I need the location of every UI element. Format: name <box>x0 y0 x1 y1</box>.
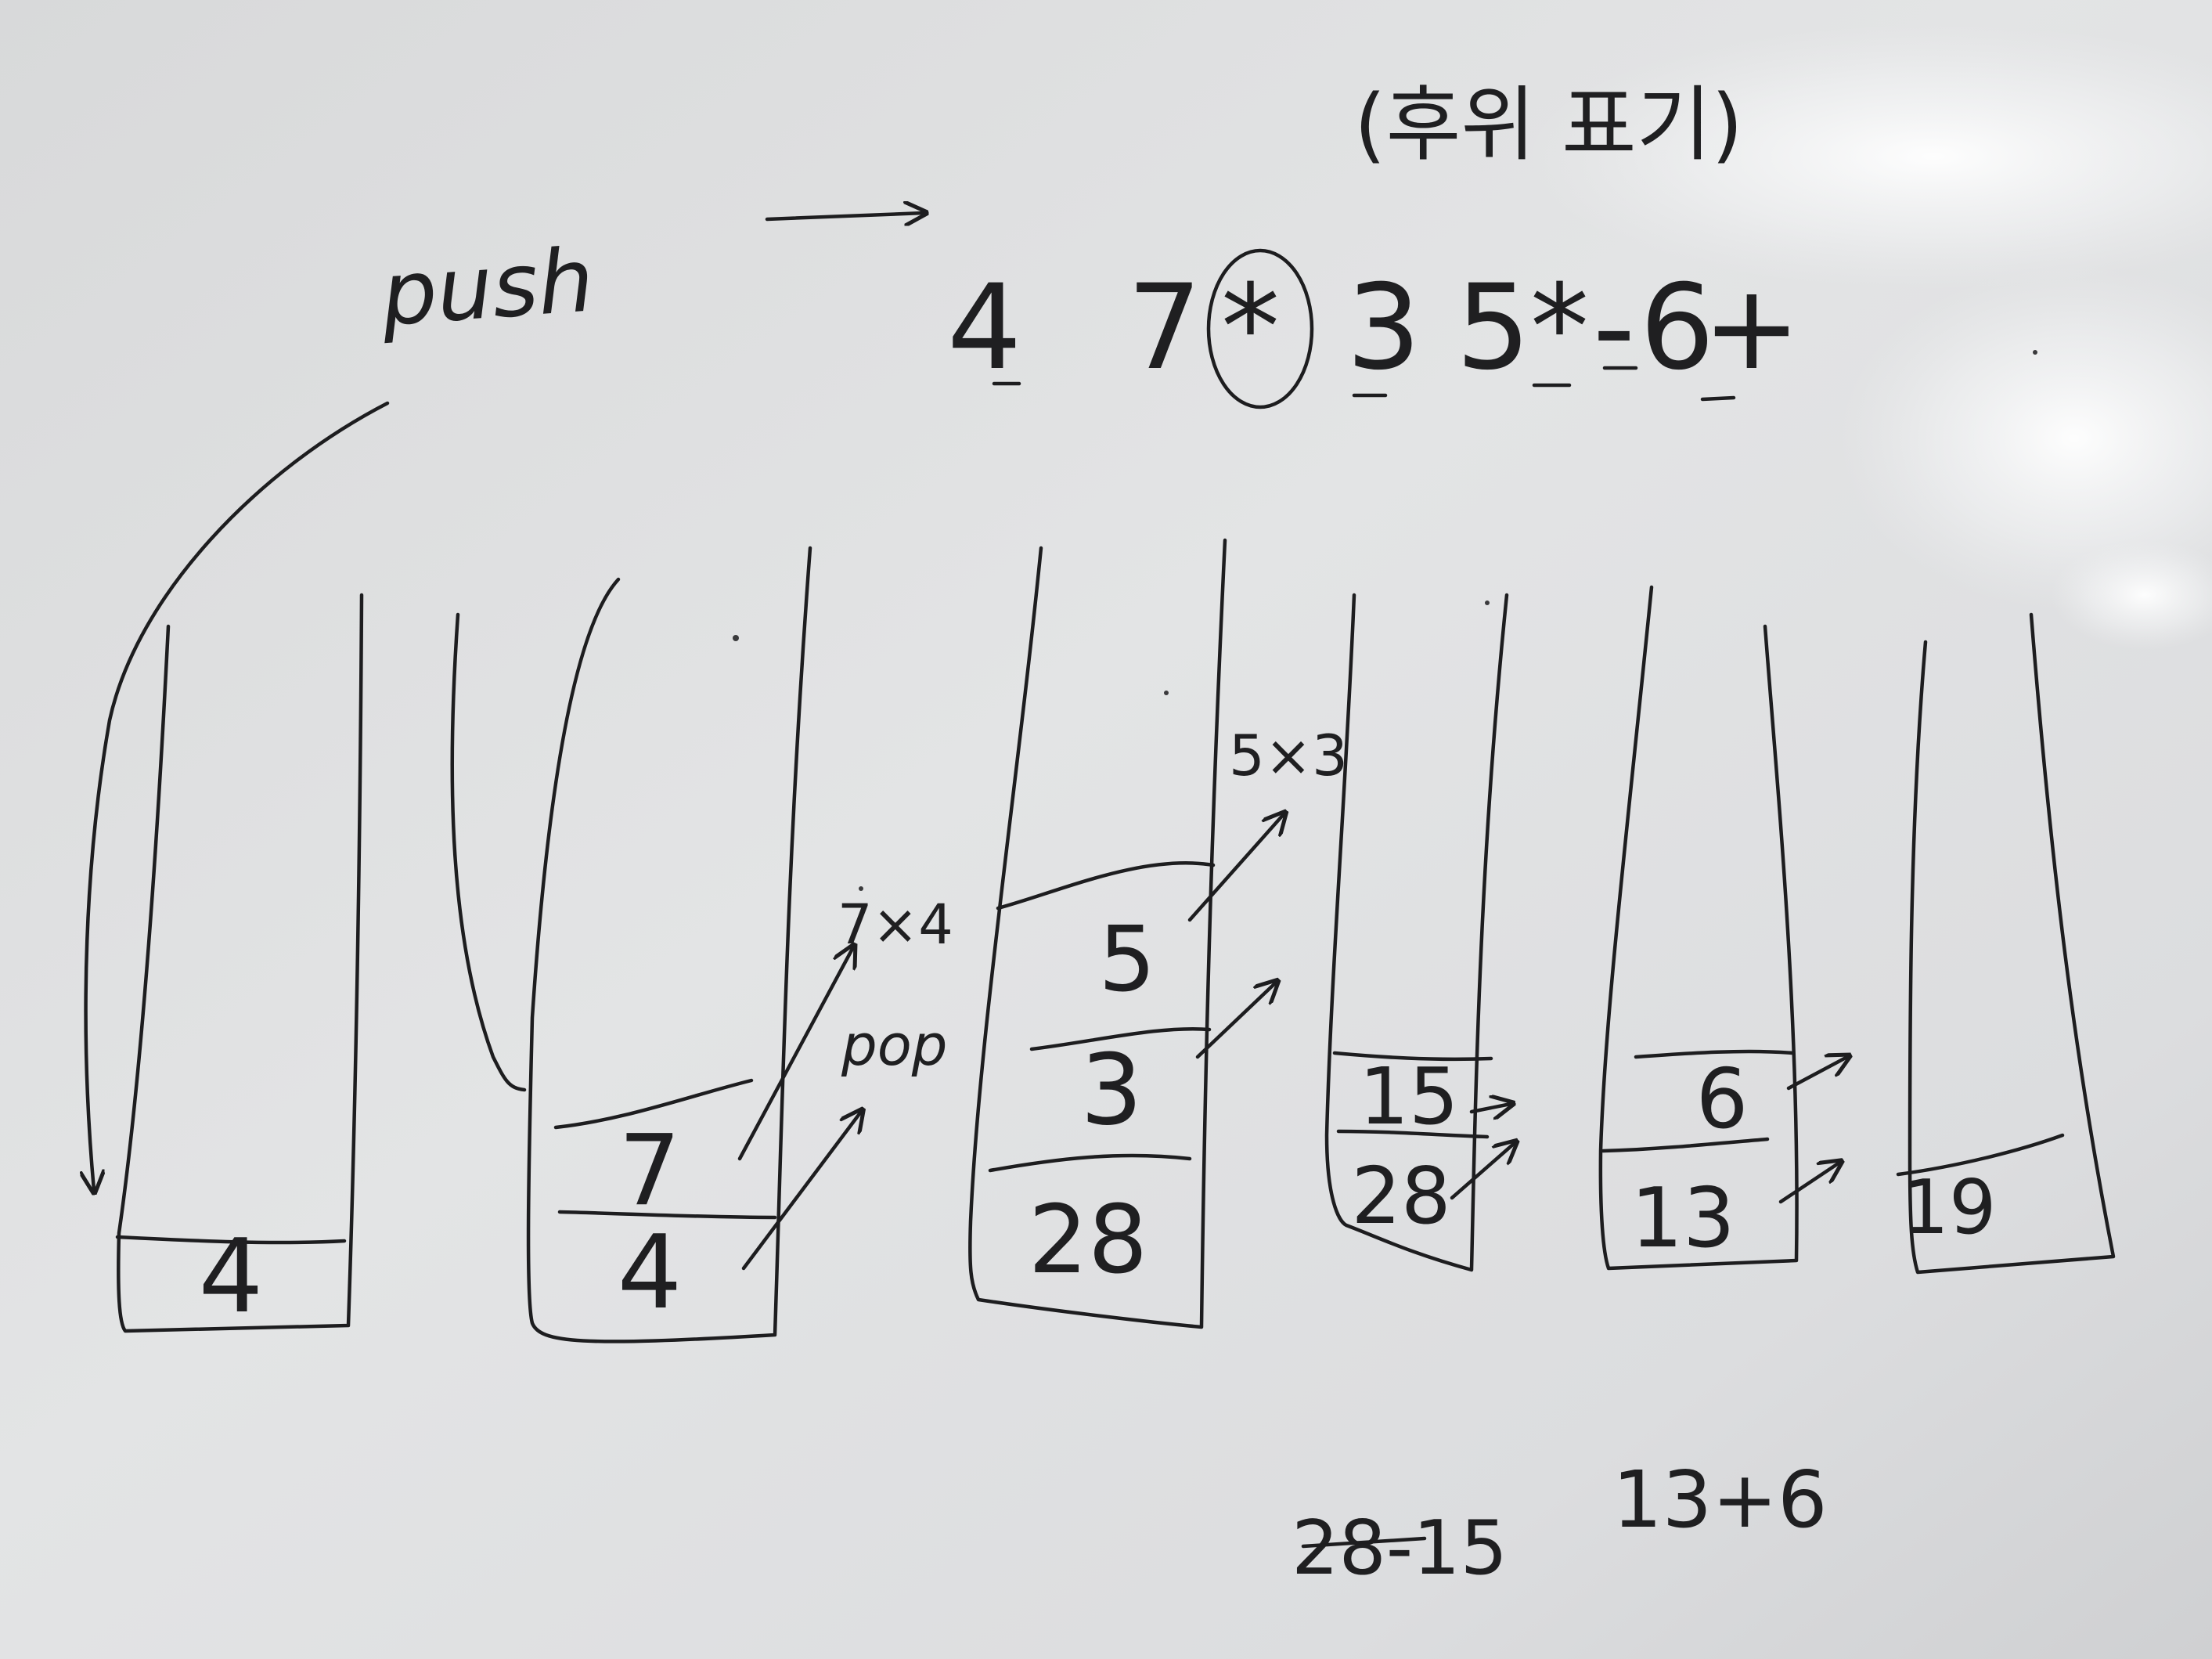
expr-token: + <box>1702 260 1801 396</box>
stack-outline <box>1598 585 1799 1271</box>
light-glare-3 <box>2051 540 2212 650</box>
strike-mark <box>1301 1536 1427 1549</box>
heading-note: (후위 표기) <box>1354 77 1743 172</box>
circle-mark <box>1206 248 1314 409</box>
underline-mark <box>992 366 1736 402</box>
pop-arrow <box>1187 814 1284 922</box>
stack-divider <box>1601 1137 1770 1153</box>
op-note-second: 5×3 <box>1229 723 1348 788</box>
stack-divider <box>115 1235 347 1245</box>
stack-divider <box>988 1153 1192 1173</box>
stack-divider <box>1332 1051 1493 1062</box>
stack-divider <box>996 861 1216 911</box>
stack-3-value-2: 3 <box>1080 1033 1143 1147</box>
pop-arrow <box>1469 1104 1511 1112</box>
board-speck <box>733 635 739 641</box>
expr-token: - <box>1593 260 1635 396</box>
stack-6: 19 <box>1896 612 2116 1275</box>
stack-divider <box>1634 1049 1795 1059</box>
expr-token: * <box>1530 260 1589 396</box>
stack-5-value-1: 6 <box>1696 1051 1749 1147</box>
stack-divider <box>1896 1133 2065 1177</box>
expr-token: 4 <box>947 260 1021 396</box>
stack-outline <box>1324 593 1509 1272</box>
board-speck <box>2033 350 2037 355</box>
push-arrow <box>86 401 390 1190</box>
stack-3-value-1: 5 <box>1098 907 1155 1012</box>
light-glare <box>1526 23 2212 290</box>
stack-outline <box>450 612 527 1092</box>
push-label: push <box>377 229 597 346</box>
stack-4-value-2: 28 <box>1351 1150 1450 1242</box>
stack-divider <box>553 1078 754 1130</box>
stack-1-value-1: 4 <box>199 1217 264 1336</box>
pop-arrow <box>741 1112 861 1271</box>
pop-arrow <box>1786 1057 1847 1091</box>
pop-arrow <box>1195 983 1276 1059</box>
stack-3-value-3: 28 <box>1029 1186 1148 1295</box>
stack-outline <box>526 546 812 1343</box>
stack-divider <box>557 1210 777 1220</box>
pop-arrow <box>1450 1143 1515 1200</box>
pop-arrow <box>737 947 853 1161</box>
stack-divider <box>1029 1026 1212 1051</box>
stack-4: 15 28 <box>1324 593 1509 1272</box>
stack-4-value-1: 15 <box>1359 1051 1458 1142</box>
expr-token: 5 <box>1456 260 1530 396</box>
stack-1: 4 <box>115 593 364 1336</box>
stack-5-value-2: 13 <box>1630 1170 1735 1266</box>
note-subtraction: 28-15 <box>1292 1506 1508 1592</box>
expr-token: 6 <box>1640 260 1714 396</box>
stack-outline <box>968 538 1227 1329</box>
note-addition: 13+6 <box>1612 1454 1828 1545</box>
light-glare-2 <box>1839 266 2212 611</box>
top-arrow <box>765 213 924 219</box>
stack-divider <box>1336 1129 1490 1139</box>
stack-outline <box>1908 612 2116 1275</box>
op-note-pop: pop <box>841 1012 947 1078</box>
stack-2-value-1: 7 <box>618 1114 681 1228</box>
pop-arrow <box>1778 1163 1839 1204</box>
stack-5: 6 13 <box>1598 585 1799 1271</box>
stack-2: 7 4 <box>450 546 812 1343</box>
op-note-first: 7×4 <box>838 893 953 957</box>
board-speck <box>859 886 863 891</box>
expr-token: 3 <box>1346 260 1421 396</box>
expr-token: 7 <box>1127 260 1201 396</box>
postfix-expression: 4 7 * 3 5 * - 6 + <box>947 248 1801 409</box>
expr-token: * <box>1221 260 1280 396</box>
stack-3: 5 3 28 <box>968 538 1227 1329</box>
board-speck <box>1164 691 1169 695</box>
stack-6-value-1: 19 <box>1902 1165 1997 1251</box>
stack-outline <box>117 593 364 1333</box>
board-speck <box>1485 600 1490 605</box>
stack-2-value-2: 4 <box>618 1213 683 1332</box>
